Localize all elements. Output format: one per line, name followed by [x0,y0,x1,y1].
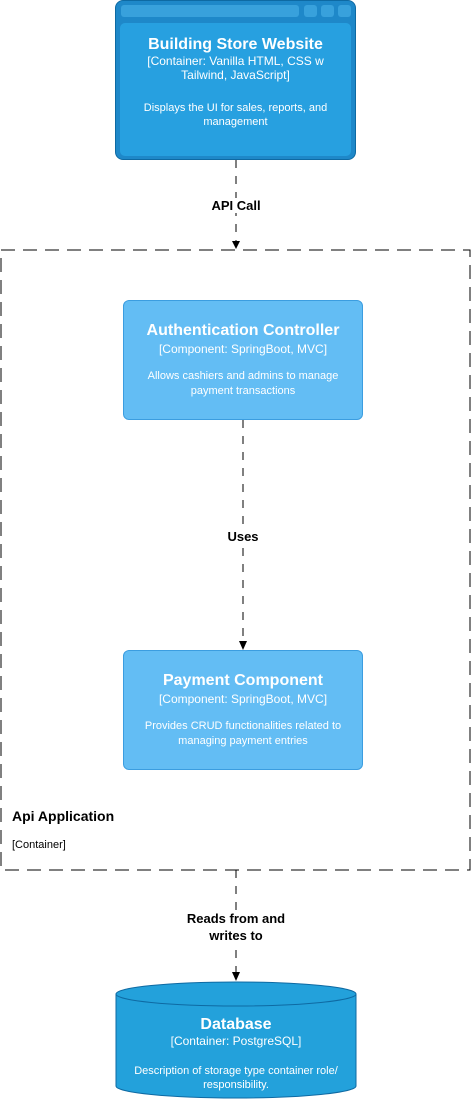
website-container-body: Building Store Website [Container: Vanil… [120,23,351,156]
authentication-controller-component[interactable]: Authentication Controller [Component: Sp… [123,300,363,420]
database-cylinder [115,981,357,1099]
auth-controller-subtitle: [Component: SpringBoot, MVC] [158,342,328,356]
database-text[interactable]: Database [Container: PostgreSQL] Descrip… [116,1015,356,1092]
payment-component-description: Provides CRUD functionalities related to… [144,720,342,747]
auth-controller-title: Authentication Controller [146,322,340,339]
edge-uses-label: Uses [213,529,273,544]
browser-button-icon [304,5,317,17]
database-title: Database [200,1016,272,1033]
auth-controller-description: Allows cashiers and admins to manage pay… [147,370,339,397]
edge-reads-writes-label: Reads from and writes to [181,910,291,944]
edge-uses-arrow [239,641,247,650]
website-title: Building Store Website [148,36,323,53]
edge-api-call-label: API Call [196,198,276,213]
database-description: Description of storage type container ro… [134,1065,338,1091]
boundary-subtitle: [Container] [12,839,66,851]
edge-api-call-arrow [232,241,240,249]
payment-component-title: Payment Component [162,672,323,689]
database-subtitle: [Container: PostgreSQL] [170,1034,302,1048]
browser-button-icon [321,5,334,17]
edge-reads-writes-arrow [232,972,240,981]
website-subtitle: [Container: Vanilla HTML, CSS w Tailwind… [147,54,324,82]
website-description: Displays the UI for sales, reports, and … [143,102,328,128]
payment-component[interactable]: Payment Component [Component: SpringBoot… [123,650,363,770]
payment-component-subtitle: [Component: SpringBoot, MVC] [158,692,328,706]
boundary-title: Api Application [12,808,115,824]
browser-address-bar [121,5,299,17]
browser-button-icon [338,5,351,17]
